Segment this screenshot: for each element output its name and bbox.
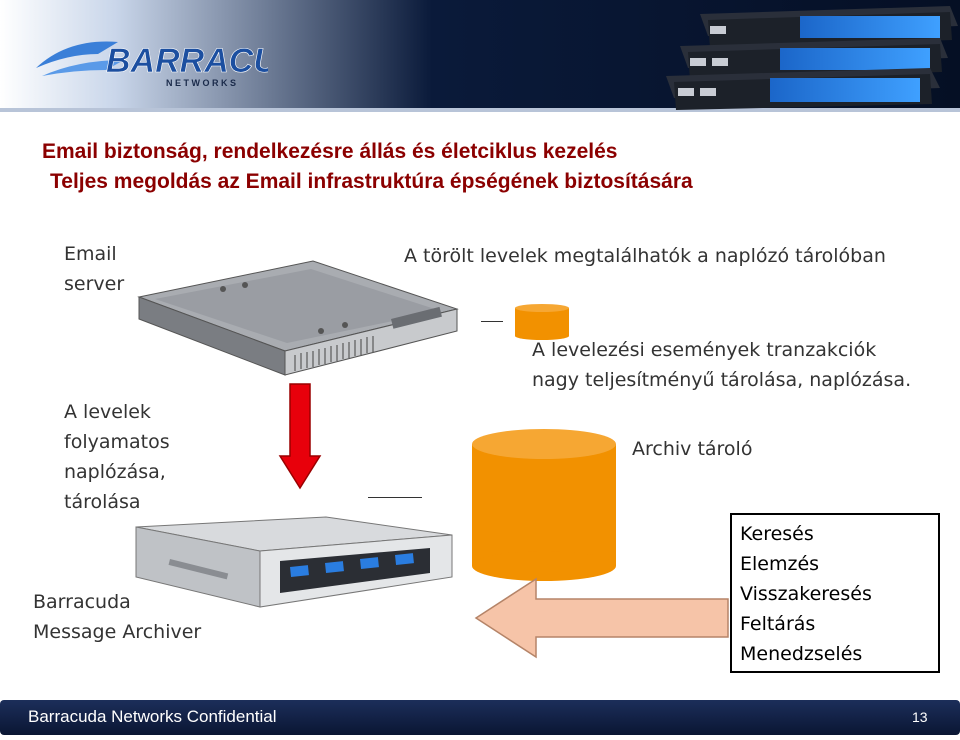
- features-box: Keresés Elemzés Visszakeresés Feltárás M…: [730, 513, 940, 673]
- barracuda-logo: BARRACUDA N E T W O R K S: [36, 41, 268, 88]
- feature-item: Visszakeresés: [740, 583, 872, 605]
- connector-line-small: [481, 321, 503, 322]
- slide-title-line2: Teljes megoldás az Email infrastruktúra …: [50, 170, 693, 193]
- email-server-image: [137, 260, 459, 376]
- logo-subtitle: N E T W O R K S: [166, 78, 236, 88]
- connector-line-large: [368, 497, 422, 498]
- header-banner: [0, 0, 960, 112]
- feature-item: Feltárás: [740, 613, 816, 635]
- confidential-text: Barracuda Networks Confidential: [28, 707, 277, 726]
- small-storage-icon: [515, 304, 569, 340]
- logging-label: A levelek folyamatos naplózása, tárolása: [64, 401, 170, 513]
- feature-item: Keresés: [740, 523, 814, 545]
- rack-servers-image: [666, 6, 958, 110]
- transactions-label: A levelezési események tranzakciók nagy …: [532, 339, 912, 391]
- archive-store-label: Archiv tároló: [632, 438, 753, 460]
- logo-wordmark: BARRACUDA: [106, 42, 268, 80]
- left-arrow-icon: [474, 577, 729, 659]
- email-server-label: Email server: [64, 243, 125, 295]
- deleted-mail-label: A törölt levelek megtalálhatók a naplózó…: [404, 245, 886, 267]
- footer-bar: [0, 700, 960, 735]
- down-arrow-icon: [278, 383, 322, 490]
- archive-storage-icon: [472, 429, 616, 581]
- feature-item: Menedzselés: [740, 643, 863, 665]
- page-number: 13: [912, 709, 928, 725]
- feature-item: Elemzés: [740, 553, 820, 575]
- message-archiver-image: [135, 516, 453, 608]
- archiver-label: Barracuda Message Archiver: [33, 591, 202, 643]
- slide-title-line1: Email biztonság, rendelkezésre állás és …: [42, 140, 618, 163]
